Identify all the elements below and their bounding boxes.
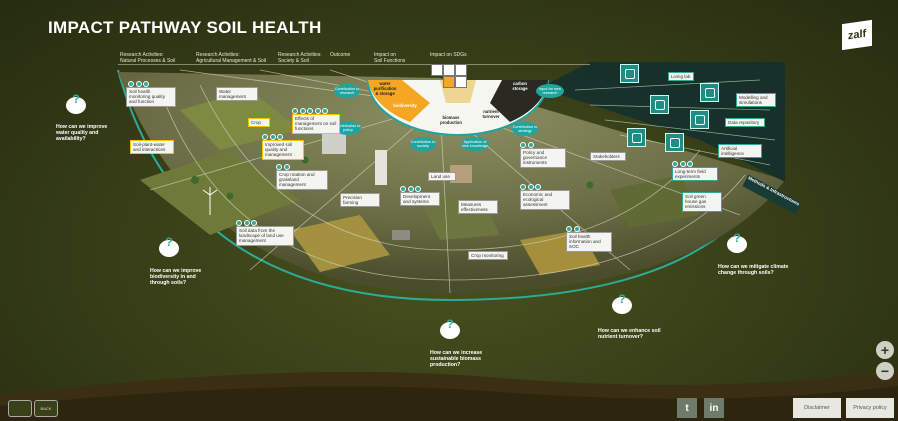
sdg-icon-5[interactable] [455, 76, 467, 88]
sdg-icon-1[interactable] [431, 64, 443, 76]
question-icon-nutrient[interactable]: ? [612, 292, 632, 314]
question-biodiversity[interactable]: How can we improve biodiversity in and t… [150, 268, 202, 286]
label-long-term-experiments[interactable]: Long-term field experiments [672, 167, 718, 182]
methods-panel [540, 62, 785, 182]
label-dots [400, 186, 421, 192]
infrastructure-icon-4[interactable] [690, 110, 709, 129]
column-header-agricultural: Research Activities:Agricultural Managem… [196, 52, 267, 64]
label-development[interactable]: Development and systems [400, 192, 440, 207]
label-crop-monitoring[interactable]: Crop monitoring [468, 251, 508, 261]
label-ghg-emissions[interactable]: Soil green house gas emissions [682, 192, 722, 212]
field-6 [610, 175, 700, 228]
label-dots [128, 81, 149, 87]
label-dots [520, 142, 534, 148]
bubble-application[interactable]: Application of new knowledge [461, 137, 489, 151]
bubble-society[interactable]: Contribution to society [410, 137, 436, 151]
label-modelling[interactable]: Modelling and simulations [736, 93, 776, 108]
label-dots [566, 226, 580, 232]
label-effects-management[interactable]: Effects of management on soil functions [292, 114, 340, 134]
label-soil-data[interactable]: Soil data from the landscape of land use… [236, 226, 294, 246]
label-improved-soil[interactable]: Improved soil quality and management [262, 140, 304, 160]
label-crop-rotation[interactable]: Crop rotation and grassland management [276, 170, 328, 190]
hub-carbon[interactable]: carbon storage [512, 81, 528, 91]
zalf-logo[interactable]: zalf [842, 19, 872, 51]
label-living-lab[interactable]: Living lab [668, 72, 694, 82]
tower-building [375, 150, 387, 185]
question-icon-climate[interactable]: ? [727, 231, 747, 253]
infrastructure-icon-3[interactable] [650, 95, 669, 114]
infrastructure-icon-1[interactable] [620, 64, 639, 83]
infrastructure-icon-6[interactable] [665, 133, 684, 152]
hub-nutrient[interactable]: nutrient turnover [482, 109, 500, 119]
hub-biodiversity-segment [368, 80, 430, 122]
methods-grid [574, 79, 776, 166]
column-header-natural: Research Activities:Natural Processes & … [120, 52, 176, 64]
label-soil-health-info[interactable]: Soil health information and SOC [566, 232, 612, 252]
zoom-in-button[interactable]: + [876, 341, 894, 359]
hub-outline [367, 79, 549, 136]
twitter-icon[interactable]: t [677, 398, 697, 418]
sdg-icon-4[interactable] [443, 76, 455, 88]
hub-water[interactable]: water purification & storage [373, 81, 397, 96]
label-dots [262, 134, 283, 140]
bubble-research[interactable]: Contribution to research [334, 84, 360, 98]
label-ai[interactable]: Artificial intelligence [718, 144, 762, 159]
question-icon-biomass[interactable]: ? [440, 317, 460, 339]
label-dots [292, 108, 328, 114]
linkedin-icon[interactable]: in [704, 398, 724, 418]
header-divider [118, 64, 590, 65]
label-dots [520, 184, 541, 190]
label-precision-farming[interactable]: Precision farming [340, 193, 380, 208]
privacy-policy-button[interactable]: Privacy policy [846, 398, 894, 418]
hub-biomass[interactable]: biomass production [440, 115, 462, 125]
back-button[interactable]: BACK [34, 400, 58, 417]
label-measures[interactable]: Measures effectiveness [458, 200, 498, 215]
question-nutrient[interactable]: How can we enhance soil nutrient turnove… [598, 328, 661, 340]
home-button[interactable] [8, 400, 32, 417]
question-climate[interactable]: How can we mitigate climate change throu… [718, 264, 789, 276]
hub-carbon-segment [490, 80, 548, 122]
sdg-icon-3[interactable] [455, 64, 467, 76]
label-soil-monitoring[interactable]: Soil health monitoring quality and funct… [126, 87, 176, 107]
label-dots [236, 220, 257, 226]
label-policy-instruments[interactable]: Policy and governance instruments [520, 148, 566, 168]
label-soil-plant-water[interactable]: Soil-plant-water and interactions [130, 140, 174, 155]
sdg-icon-2[interactable] [443, 64, 455, 76]
zoom-out-button[interactable]: − [876, 362, 894, 380]
bottom-terrain-dark [0, 386, 898, 421]
column-header-sdgs: Impact on SDGs [430, 52, 467, 58]
disclaimer-button[interactable]: Disclaimer [793, 398, 841, 418]
greenhouse [392, 230, 410, 240]
column-header-outcome: Outcome [330, 52, 351, 58]
hub-biodiversity[interactable]: biodiversity [393, 103, 417, 108]
column-header-society: Research Activities:Society & Soil [278, 52, 322, 64]
question-water[interactable]: How can we improve water quality and ava… [56, 124, 108, 142]
bubble-strategy[interactable]: Contribution to strategy [512, 122, 538, 136]
question-icon-water[interactable]: ? [66, 92, 86, 114]
infrastructure-icon-5[interactable] [627, 128, 646, 147]
label-dots [276, 164, 290, 170]
label-data-repository[interactable]: Data repository [725, 118, 765, 128]
label-land-use[interactable]: Land use [428, 172, 456, 182]
label-water-management[interactable]: Water management [216, 87, 258, 102]
bubble-policy[interactable]: Contribution to policy [335, 121, 361, 135]
label-dots [672, 161, 693, 167]
bubble-new-research[interactable]: Input for new research [536, 84, 564, 98]
label-economic-assessment[interactable]: Economic and ecological assessment [520, 190, 570, 210]
label-crop[interactable]: Crop [248, 118, 270, 128]
field-3 [290, 215, 390, 272]
question-biomass[interactable]: How can we increase sustainable biomass … [430, 350, 483, 368]
infrastructure-icon-2[interactable] [700, 83, 719, 102]
label-stakeholders[interactable]: Stakeholders [590, 152, 626, 162]
page-title: IMPACT PATHWAY SOIL HEALTH [48, 18, 322, 37]
wind-turbine [202, 187, 218, 215]
question-icon-biodiversity[interactable]: ? [159, 235, 179, 257]
